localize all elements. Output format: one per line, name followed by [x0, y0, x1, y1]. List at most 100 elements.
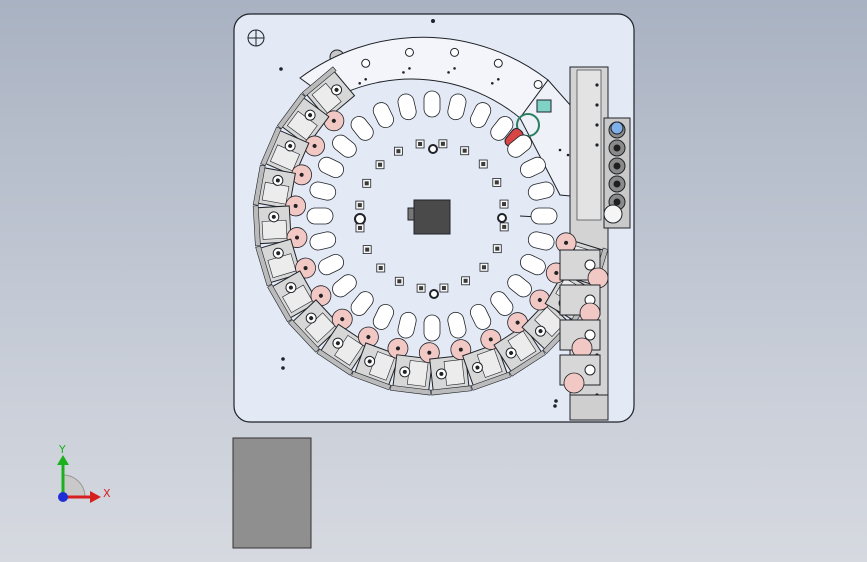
dial-pocket-outer: [423, 314, 441, 342]
station-roller-hub: [303, 266, 308, 271]
station-shaft-core: [538, 329, 543, 334]
feed-dot: [447, 71, 450, 74]
bottling-station: [252, 164, 307, 217]
station-flange: [267, 284, 293, 323]
station-flange: [255, 245, 273, 287]
station-shaft-core: [439, 371, 444, 376]
station-face: [261, 181, 290, 205]
sensor-block: [536, 99, 552, 113]
dial-holder-core: [502, 224, 507, 229]
feed-dot: [408, 67, 411, 70]
station-flange: [351, 370, 392, 391]
feed-dot: [490, 81, 494, 85]
dial-pocket-outer: [318, 156, 344, 178]
machine-model[interactable]: [233, 13, 635, 423]
dial-holder-core: [495, 246, 500, 251]
dial-pocket-outer: [447, 93, 467, 121]
plate-screw: [281, 357, 285, 361]
dial-pocket-outer: [397, 93, 417, 121]
station-face: [261, 219, 288, 240]
triad-x-label: X: [103, 487, 111, 500]
dial-holder-core: [481, 162, 486, 167]
station-shaft-core: [509, 351, 514, 356]
rail-station-shaft: [584, 259, 596, 271]
bottling-station: [276, 93, 330, 157]
feed-hole: [533, 79, 543, 89]
sensor-lens: [610, 121, 624, 135]
roller-hub: [613, 144, 621, 152]
bottling-station: [255, 238, 316, 287]
guide-dot: [558, 148, 562, 152]
center-drive-block: [413, 199, 451, 235]
dial-pocket-outer: [350, 116, 374, 141]
station-face: [406, 360, 429, 387]
plate-screw: [279, 67, 283, 71]
dial-pocket-outer: [372, 304, 394, 330]
dial-holder-core: [364, 181, 369, 186]
station-roller-hub: [293, 203, 298, 208]
station-roller-hub: [299, 172, 304, 177]
station-flange: [260, 126, 282, 167]
dial-holder-core: [357, 203, 362, 208]
station-shaft-core: [334, 87, 339, 92]
dial-holder-core: [418, 141, 423, 146]
station-shaft-core: [402, 369, 407, 374]
station-shaft-core: [367, 359, 372, 364]
dial-pocket-outer: [350, 291, 374, 316]
station-flange: [301, 66, 337, 97]
dial-pocket-outer: [527, 231, 555, 251]
station-flange: [252, 205, 261, 247]
station-shaft-core: [308, 113, 313, 118]
rail-bolt: [595, 83, 599, 87]
dial-holder-core: [365, 247, 370, 252]
feed-dot: [358, 81, 362, 85]
dial-pocket-outer: [306, 207, 334, 225]
station-roller-hub: [427, 350, 432, 355]
bottling-station: [287, 299, 353, 353]
dial-pocket-outer: [318, 254, 344, 276]
rail-end-block: [569, 394, 609, 421]
dial-holder-core: [357, 225, 362, 230]
bottling-station: [260, 126, 313, 186]
station-roller-hub: [554, 270, 559, 275]
triad-z-axis-icon: [58, 492, 68, 502]
station-roller-hub: [515, 320, 520, 325]
dial-pin: [429, 289, 439, 299]
station-flange: [287, 319, 320, 353]
dial-holder-core: [440, 141, 445, 146]
bottling-station: [462, 329, 511, 391]
feed-hole: [361, 58, 371, 68]
station-roller-hub: [564, 240, 569, 245]
triad-y-label: Y: [58, 443, 66, 456]
station-flange: [430, 385, 472, 396]
plate-screw: [281, 366, 285, 370]
bottling-station: [301, 66, 356, 132]
rail-bolt: [595, 143, 599, 147]
dial-pocket-outer: [309, 181, 337, 201]
center-drive-tab: [407, 207, 415, 221]
triad-x-arrow-icon: [90, 491, 101, 503]
feed-dot: [453, 67, 456, 70]
dial-pocket-outer: [520, 156, 546, 178]
dial-holder-core: [462, 148, 467, 153]
dial-holder-core: [481, 265, 486, 270]
side-component-box[interactable]: [232, 437, 312, 549]
rail-station-roller: [563, 372, 585, 394]
dial-pocket-outer: [372, 102, 394, 128]
rail-bolt: [595, 103, 599, 107]
roller-hub: [613, 198, 621, 206]
station-roller-hub: [294, 235, 299, 240]
feed-hole: [450, 47, 460, 57]
rail-station-shaft: [584, 329, 596, 341]
dial-pocket-outer: [309, 231, 337, 251]
bottling-station: [267, 270, 332, 323]
dial-holder-core: [419, 286, 424, 291]
bottling-station: [316, 323, 379, 376]
dial-pocket-outer: [530, 207, 558, 225]
feed-dot: [496, 77, 500, 81]
dial-holder-core: [441, 286, 446, 291]
roller-hub: [613, 180, 621, 188]
top-hole: [431, 19, 435, 23]
